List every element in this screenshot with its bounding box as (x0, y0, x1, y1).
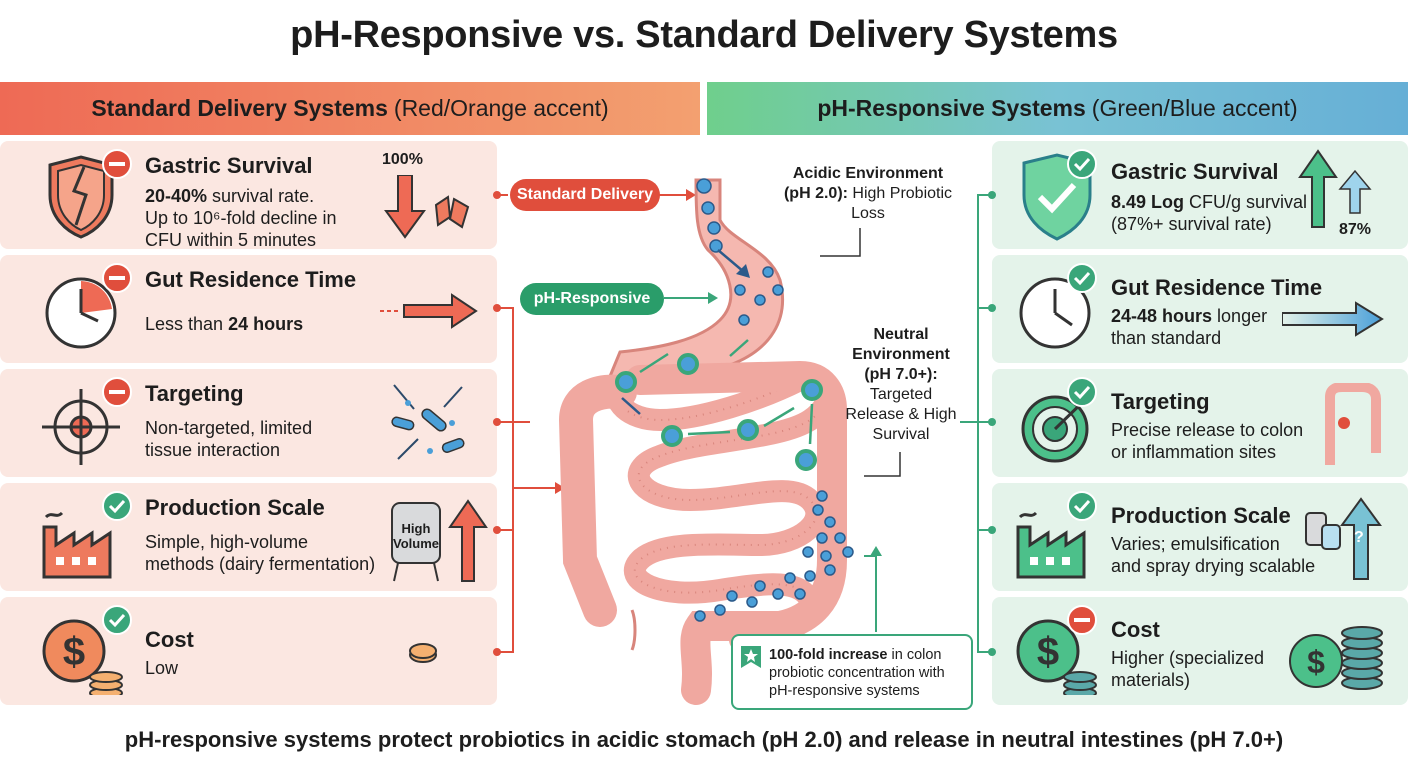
card-title: Cost (145, 627, 194, 652)
clock-icon (1019, 277, 1091, 349)
standard-gastric-survival-card: Gastric Survival 20-40% survival rate. U… (0, 141, 497, 250)
card-title: Gut Residence Time (145, 267, 357, 292)
standard-cost-card: $ Cost Low (0, 597, 497, 705)
tank-icon (391, 502, 441, 582)
factory-icon (1016, 511, 1086, 579)
colon-concentration-callout: 100-fold increase in colon probiotic con… (731, 634, 973, 710)
deco-label: 87% (1339, 221, 1372, 238)
colon-icon (1325, 383, 1381, 465)
card-title: Production Scale (145, 495, 325, 520)
acidic-environment-annotation: Acidic Environment(pH 2.0): High Probiot… (783, 165, 953, 222)
coin-icon (409, 643, 437, 663)
responsive-banner-subtitle: (Green/Blue accent) (1091, 95, 1298, 121)
target-icon (42, 389, 120, 465)
minus-badge-icon (102, 377, 132, 407)
svg-text:$: $ (63, 630, 85, 674)
responsive-gastric-survival-card: Gastric Survival 8.49 Log CFU/g survival… (992, 141, 1408, 249)
money-stack-icon: $ (1289, 626, 1383, 690)
minus-badge-icon (102, 149, 132, 179)
deco-label: ? (1354, 529, 1364, 546)
scattered-bacteria-icon (391, 384, 465, 460)
check-badge-icon (1067, 149, 1097, 179)
footer-summary: pH-responsive systems protect probiotics… (124, 727, 1284, 752)
card-title: Targeting (1111, 389, 1210, 414)
equipment-arrow-icon (1305, 497, 1382, 580)
bullseye-icon (1021, 393, 1092, 463)
card-title: Gastric Survival (145, 153, 313, 178)
card-title: Production Scale (1111, 503, 1291, 528)
svg-text:$: $ (1307, 644, 1325, 680)
card-description: Less than 24 hours (145, 314, 304, 334)
factory-icon (42, 511, 112, 579)
standard-banner-title: Standard Delivery Systems (91, 95, 388, 121)
card-description: 20-40% survival rate. Up to 10⁶-fold dec… (145, 186, 337, 250)
standard-delivery-pill: Standard Delivery (510, 179, 660, 211)
check-badge-icon (1067, 377, 1097, 407)
broken-shield-icon (48, 155, 114, 239)
check-badge-icon (102, 491, 132, 521)
responsive-banner: pH-Responsive Systems (Green/Blue accent… (707, 82, 1408, 135)
standard-banner: Standard Delivery Systems (Red/Orange ac… (0, 82, 700, 135)
minus-badge-icon (1067, 605, 1097, 635)
deco-label: 100% (382, 151, 423, 168)
up-arrow-icon (448, 499, 488, 582)
minus-badge-icon (102, 263, 132, 293)
check-badge-icon (1067, 263, 1097, 293)
page-title: pH-Responsive vs. Standard Delivery Syst… (290, 14, 1118, 56)
down-arrow-broken-icon (384, 175, 470, 239)
check-badge-icon (1067, 491, 1097, 521)
right-arrow-icon (1282, 301, 1384, 337)
ph-responsive-pill: pH-Responsive (520, 283, 664, 315)
right-arrow-icon (380, 293, 478, 329)
card-title: Gut Residence Time (1111, 275, 1323, 300)
star-badge-icon (741, 646, 761, 668)
card-title: Cost (1111, 617, 1160, 642)
dollar-coins-icon: $ (42, 619, 123, 695)
card-title: Targeting (145, 381, 244, 406)
standard-banner-subtitle: (Red/Orange accent) (393, 95, 609, 121)
callout-text: 100-fold increase in colon probiotic con… (769, 647, 945, 699)
responsive-banner-title: pH-Responsive Systems (817, 95, 1086, 121)
card-description: 8.49 Log CFU/g survival(87%+ survival ra… (1111, 192, 1308, 234)
svg-text:$: $ (1037, 630, 1059, 674)
check-badge-icon (102, 605, 132, 635)
clock-icon (45, 277, 117, 349)
standard-gut-residence-card: Gut Residence Time Less than 24 hours (0, 255, 497, 363)
card-description: Low (145, 658, 179, 678)
card-title: Gastric Survival (1111, 159, 1279, 184)
up-arrows-icon (1298, 149, 1372, 228)
dollar-coins-icon: $ (1016, 619, 1097, 695)
